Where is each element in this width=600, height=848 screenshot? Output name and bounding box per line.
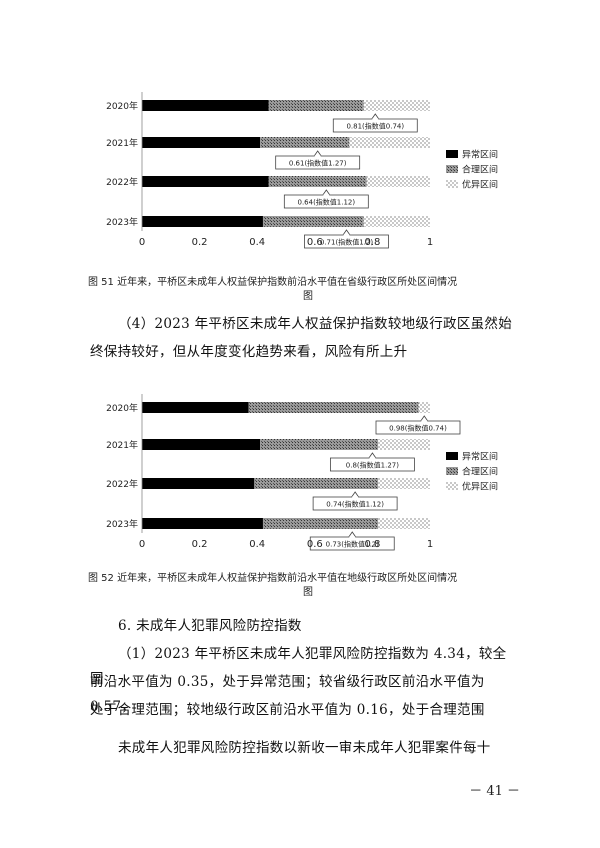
marker-label: 0.71(指数值1.2)	[320, 238, 373, 247]
bar-reasonable	[262, 518, 379, 529]
x-tick-label: 0	[139, 539, 145, 550]
bar-excellent	[363, 100, 430, 111]
bar-abnormal	[142, 100, 269, 111]
marker-label: 0.64(指数值1.12)	[297, 198, 355, 207]
marker-pointer	[342, 229, 351, 236]
x-tick-label: 0.6	[307, 539, 323, 550]
bar-reasonable	[248, 402, 419, 413]
legend-swatch	[446, 165, 458, 173]
bar-abnormal	[142, 402, 249, 413]
x-tick-label: 1	[427, 237, 433, 248]
category-label: 2020年	[106, 100, 138, 112]
figure-51-caption: 图 51 近年来，平桥区未成年人权益保护指数前沿水平值在省级行政区所处区间情况 …	[88, 276, 528, 304]
x-tick-label: 0.6	[307, 237, 323, 248]
text-line: （4）2023 年平桥区未成年人权益保护指数较地级行政区虽然始	[118, 316, 513, 332]
legend-swatch	[446, 150, 458, 158]
x-tick-label: 0.2	[192, 539, 208, 550]
legend-swatch	[446, 482, 458, 490]
chart-provincial-interval: 2020年 0.81(指数值0.74) 2021年 0.61(指数值1.27) 2022…	[106, 92, 498, 249]
chart-prefecture-interval: 2020年 0.98(指数值0.74) 2021年 0.8(指数值1.27) 2022年…	[106, 394, 498, 551]
marker-pointer	[368, 452, 377, 459]
text-line: 未成年人犯罪风险防控指数以新收一审未成年人犯罪案件每十	[118, 740, 491, 756]
x-tick-label: 0.4	[249, 539, 265, 550]
marker-pointer	[371, 113, 380, 120]
paragraph-crime-2: 未成年人犯罪风险防控指数以新收一审未成年人犯罪案件每十	[90, 736, 520, 761]
section-heading-6: 6. 未成年人犯罪风险防控指数	[118, 614, 548, 639]
bar-excellent	[366, 176, 430, 187]
x-tick-label: 0.8	[364, 539, 380, 550]
bar-abnormal	[142, 137, 261, 148]
marker-label: 0.73(指数值1.2)	[326, 540, 379, 549]
legend-label: 合理区间	[462, 164, 498, 176]
x-tick-label: 1	[427, 539, 433, 550]
bar-excellent	[378, 518, 430, 529]
x-tick-label: 0.4	[249, 237, 265, 248]
bar-reasonable	[260, 137, 350, 148]
marker-pointer	[351, 491, 359, 498]
caption-line: 图 52 近年来，平桥区未成年人权益保护指数前沿水平值在地级行政区所处区间情况	[88, 573, 458, 584]
text-line: 处于合理范围；较地级行政区前沿水平值为 0.16，处于合理范围	[90, 702, 485, 718]
category-label: 2022年	[106, 478, 138, 490]
legend-swatch	[446, 452, 458, 460]
legend-swatch	[446, 180, 458, 188]
marker-pointer	[348, 531, 357, 538]
figure-52-caption: 图 52 近年来，平桥区未成年人权益保护指数前沿水平值在地级行政区所处区间情况 …	[88, 572, 528, 600]
paragraph-crime-1-l2: 前沿水平值为 0.35，处于异常范围；较省级行政区前沿水平值为 0.57，	[90, 670, 520, 720]
bar-abnormal	[142, 518, 263, 529]
category-label: 2021年	[106, 137, 138, 149]
legend-label: 合理区间	[462, 466, 498, 478]
bar-abnormal	[142, 439, 261, 450]
bar-excellent	[363, 216, 430, 227]
x-tick-label: 0.8	[364, 237, 380, 248]
marker-label: 0.81(指数值0.74)	[346, 122, 404, 131]
heading-text: 6. 未成年人犯罪风险防控指数	[118, 618, 302, 634]
bar-excellent	[349, 137, 430, 148]
bar-reasonable	[260, 439, 379, 450]
category-label: 2023年	[106, 518, 138, 530]
x-tick-label: 0	[139, 237, 145, 248]
bar-abnormal	[142, 176, 269, 187]
bar-reasonable	[262, 216, 364, 227]
category-label: 2023年	[106, 216, 138, 228]
text-line: 终保持较好，但从年度变化趋势来看，风险有所上升	[90, 344, 408, 360]
page-number: － 41 －	[469, 784, 520, 799]
category-label: 2020年	[106, 402, 138, 414]
marker-pointer	[313, 150, 322, 157]
bar-excellent	[378, 478, 430, 489]
marker-label: 0.74(指数值1.12)	[326, 500, 384, 509]
bar-excellent	[418, 402, 430, 413]
paragraph-crime-1-l3: 处于合理范围；较地级行政区前沿水平值为 0.16，处于合理范围	[90, 698, 520, 723]
caption-line: 图	[303, 587, 313, 598]
paragraph-crime-1: （1）2023 年平桥区未成年人犯罪风险防控指数为 4.34，较全国	[90, 642, 520, 692]
bar-abnormal	[142, 478, 255, 489]
marker-pointer	[322, 189, 331, 196]
bar-excellent	[378, 439, 430, 450]
category-label: 2022年	[106, 176, 138, 188]
text-line: 前沿水平值为 0.35，处于异常范围；较省级行政区前沿水平值为 0.57，	[90, 674, 485, 715]
caption-line: 图 51 近年来，平桥区未成年人权益保护指数前沿水平值在省级行政区所处区间情况	[88, 277, 458, 288]
marker-label: 0.8(指数值1.27)	[346, 461, 399, 470]
bar-reasonable	[268, 100, 364, 111]
bar-reasonable	[268, 176, 367, 187]
paragraph-4: （4）2023 年平桥区未成年人权益保护指数较地级行政区虽然始	[90, 312, 520, 337]
x-tick-label: 0.2	[192, 237, 208, 248]
bar-abnormal	[142, 216, 263, 227]
caption-line: 图	[303, 291, 313, 302]
legend-label: 异常区间	[462, 149, 498, 161]
legend-label: 优异区间	[462, 179, 498, 191]
marker-box	[375, 420, 461, 435]
legend-label: 异常区间	[462, 451, 498, 463]
paragraph-4-cont: 终保持较好，但从年度变化趋势来看，风险有所上升	[90, 340, 520, 365]
bar-reasonable	[254, 478, 379, 489]
category-label: 2021年	[106, 439, 138, 451]
marker-label: 0.61(指数值1.27)	[289, 159, 347, 168]
legend-label: 优异区间	[462, 481, 498, 493]
marker-pointer	[420, 415, 429, 422]
legend-swatch	[446, 467, 458, 475]
text-line: （1）2023 年平桥区未成年人犯罪风险防控指数为 4.34，较全国	[90, 646, 507, 687]
marker-label: 0.98(指数值0.74)	[389, 424, 447, 433]
